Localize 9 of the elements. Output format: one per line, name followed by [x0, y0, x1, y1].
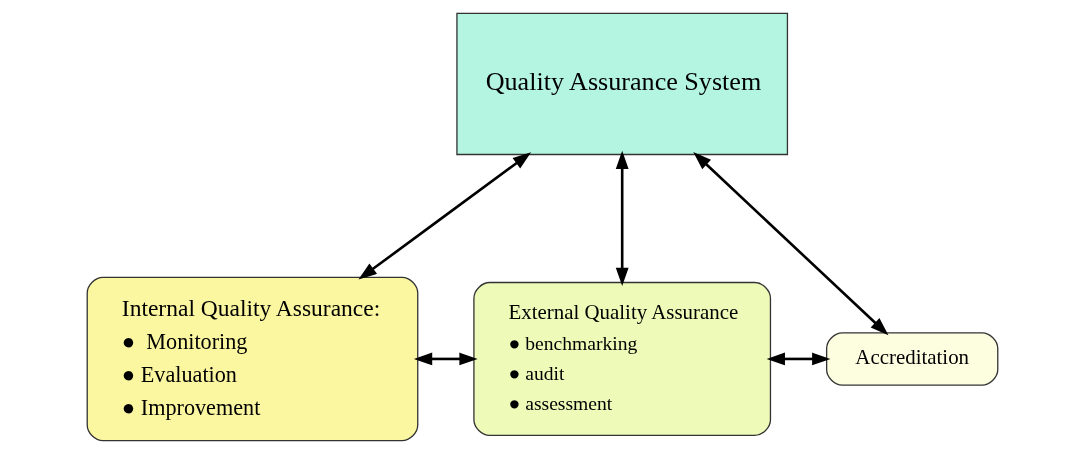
arrow	[693, 152, 889, 336]
arrow	[766, 352, 831, 366]
arrow	[358, 152, 532, 280]
node-box: Accreditation	[826, 332, 999, 386]
arrow	[413, 352, 478, 366]
node-box: Quality Assurance System	[456, 12, 789, 156]
node-box: External Quality Assurance ● benchmarking ● audit ● assessment	[473, 281, 772, 437]
node-box: Internal Quality Assurance: ● Monitoring ● Evaluation ● Improvement	[86, 276, 419, 442]
arrow	[615, 150, 629, 287]
